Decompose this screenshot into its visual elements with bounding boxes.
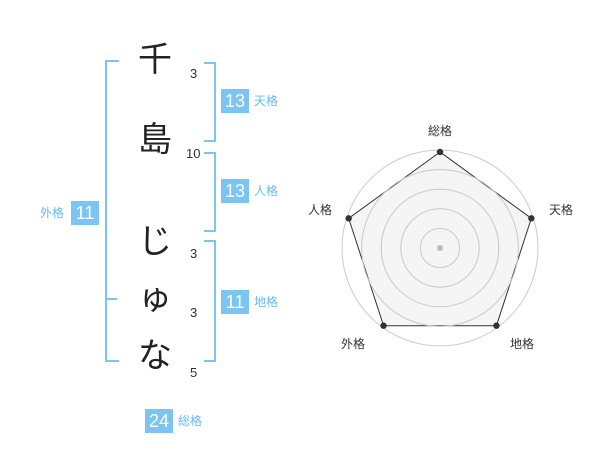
stroke-count-4: 3 [190, 305, 198, 320]
name-char-2: 島 [138, 120, 172, 160]
stroke-count-1: 3 [190, 66, 198, 81]
tenkaku-value: 13 [221, 89, 249, 113]
stroke-count-2: 10 [186, 146, 201, 161]
radar-label-gaikaku: 外格 [341, 337, 366, 351]
radar-point-0 [436, 148, 444, 156]
tenkaku-label: 天格 [254, 94, 279, 108]
gaikaku-bracket [105, 60, 119, 362]
radar-ring-overlay-2 [400, 208, 480, 288]
radar-ring-overlay-4 [361, 169, 519, 327]
radar-point-1 [528, 215, 535, 222]
name-char-5: な [138, 336, 172, 376]
gaikaku-value: 11 [71, 201, 99, 225]
jinkaku-label: 人格 [254, 184, 279, 198]
radar-label-jinkaku: 人格 [308, 203, 333, 217]
name-char-1: 千 [138, 40, 172, 80]
chikaku-label: 地格 [254, 295, 279, 309]
radar-label-soukaku: 総格 [428, 124, 453, 138]
chikaku-value: 11 [221, 290, 249, 314]
radar-polygon [348, 151, 532, 327]
radar-label-tenkaku: 天格 [549, 203, 574, 217]
name-char-3: じ [138, 222, 172, 262]
radar-label-chikaku: 地格 [510, 337, 535, 351]
radar-center-dot [437, 245, 443, 251]
soukaku-value: 24 [145, 409, 173, 433]
gaikaku-label: 外格 [40, 206, 65, 220]
name-char-4: ゅ [138, 278, 172, 318]
radar-point-3 [380, 322, 387, 329]
stroke-count-3: 3 [190, 246, 198, 261]
radar-ring-overlay-1 [419, 227, 461, 269]
stroke-count-5: 5 [190, 365, 198, 380]
radar-chart [341, 148, 539, 347]
jinkaku-bracket [204, 152, 216, 232]
radar-point-4 [345, 215, 352, 222]
chikaku-bracket [204, 240, 216, 362]
tenkaku-bracket [204, 62, 216, 142]
soukaku-label: 総格 [178, 414, 203, 428]
gaikaku-bracket-divider [105, 298, 117, 300]
radar-point-2 [493, 322, 500, 329]
jinkaku-value: 13 [221, 179, 249, 203]
radar-ring-overlay-3 [380, 188, 500, 308]
